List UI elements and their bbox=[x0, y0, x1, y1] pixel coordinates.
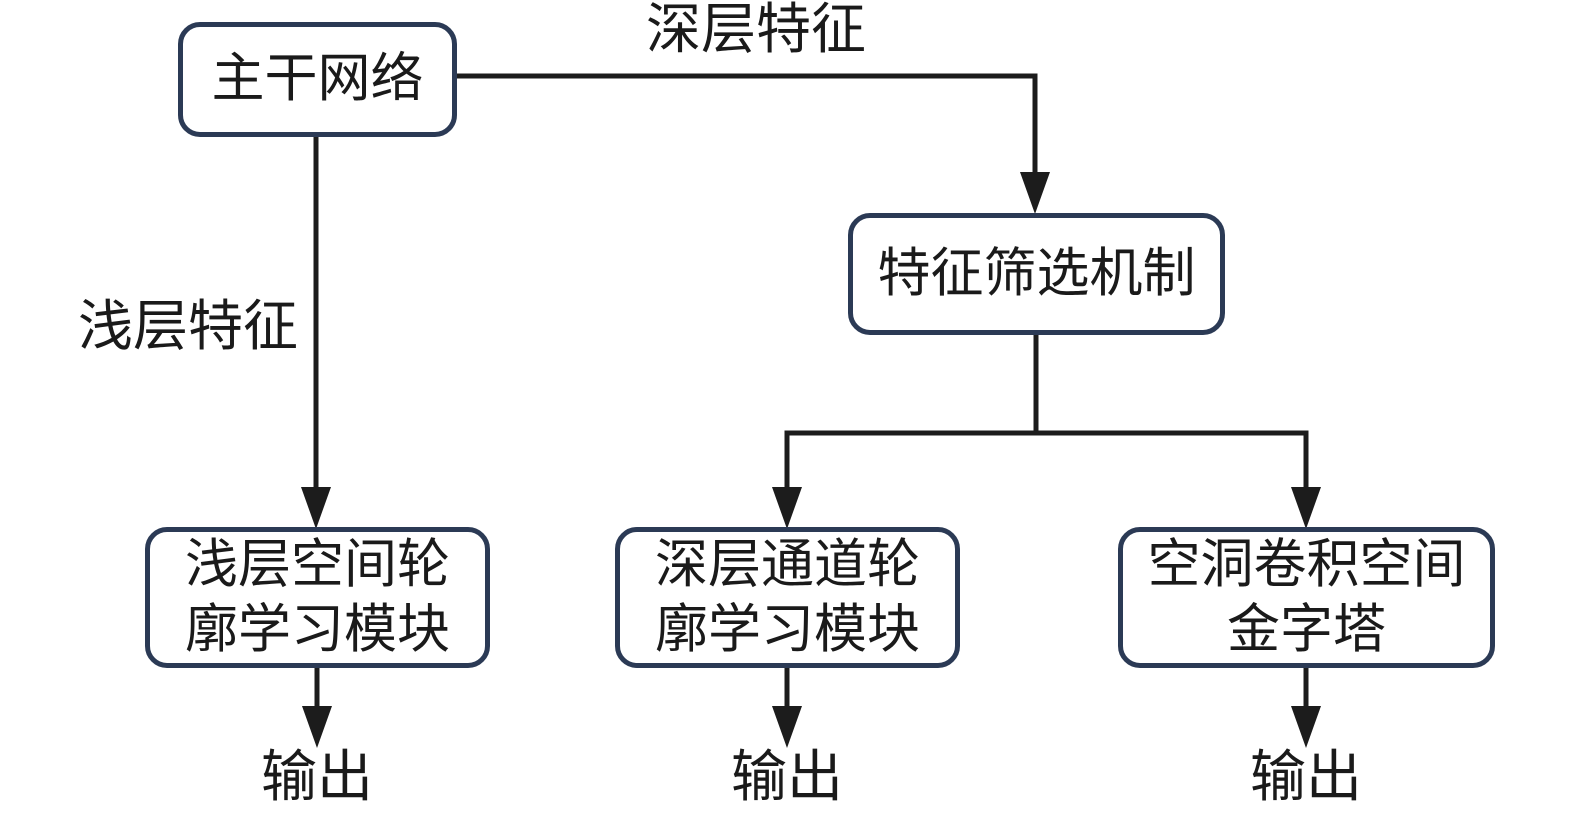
output-label-right: 输出 bbox=[1250, 745, 1362, 810]
output-label-middle: 输出 bbox=[731, 745, 843, 810]
edge-feature-select-branch bbox=[784, 430, 1309, 488]
arrowhead-into-shallow-module bbox=[301, 487, 331, 529]
node-atrous-spatial-pyramid: 空洞卷积空间 金字塔 bbox=[1118, 527, 1495, 668]
node-deep-channel-contour-module: 深层通道轮 廓学习模块 bbox=[615, 527, 960, 668]
node-shallow-spatial-contour-module: 浅层空间轮 廓学习模块 bbox=[145, 527, 490, 668]
arrowhead-output-middle bbox=[772, 706, 802, 748]
node-backbone-network: 主干网络 bbox=[178, 22, 457, 137]
edge-label-shallow-feature: 浅层特征 bbox=[78, 294, 299, 358]
arrowhead-into-deep-module bbox=[772, 487, 802, 529]
arrowhead-output-right bbox=[1291, 706, 1321, 748]
edge-label-deep-feature: 深层特征 bbox=[646, 0, 867, 61]
edge-deep-feature-line bbox=[457, 73, 1038, 172]
arrowhead-into-feature-select bbox=[1020, 172, 1050, 214]
output-label-left: 输出 bbox=[261, 745, 373, 810]
arrowhead-output-left bbox=[302, 706, 332, 748]
arrowhead-into-aspp bbox=[1291, 487, 1321, 529]
node-feature-selection-mechanism: 特征筛选机制 bbox=[848, 213, 1225, 335]
